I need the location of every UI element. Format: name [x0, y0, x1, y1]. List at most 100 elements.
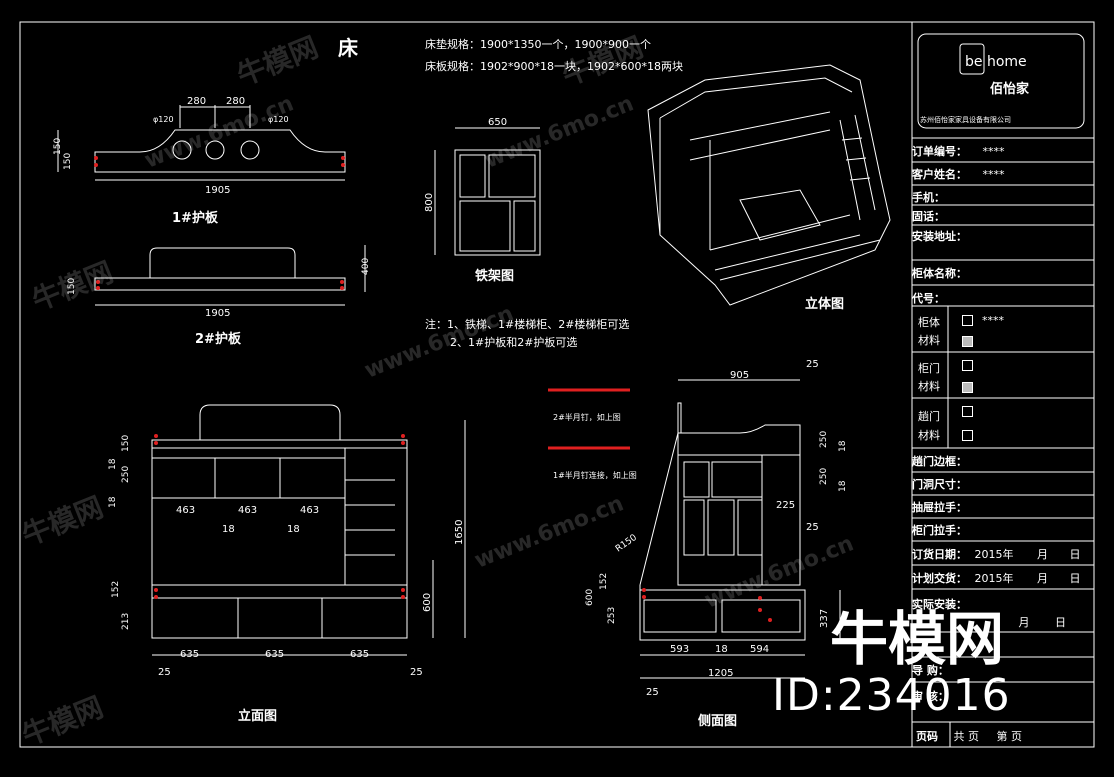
tb-page-current: 第 页	[996, 730, 1023, 743]
tb-label: 固话：	[912, 210, 945, 223]
logo-frame	[917, 33, 1085, 129]
tb-page-total: 共 页	[953, 730, 980, 743]
label-elevation: 立面图	[238, 708, 277, 724]
tb-label: 柜门拉手：	[912, 524, 967, 537]
dim-sd-250: 250	[819, 431, 829, 448]
mat-3-label-1: 趟门	[918, 410, 940, 423]
dim-sd-radius: R150	[614, 533, 639, 555]
guard-1-holes	[94, 156, 345, 167]
tb-label: 客户姓名：	[912, 168, 967, 181]
dim-el-250: 250	[121, 466, 131, 483]
tb-row-door-frame: 趟门边框：	[912, 453, 1092, 469]
tb-row-phone: 固话：	[912, 208, 1092, 224]
dim-sd-253: 253	[607, 607, 617, 624]
dim-sd-18a: 18	[838, 440, 848, 452]
dim-g1-h2: 150	[63, 153, 73, 170]
dim-sd-594: 594	[750, 644, 769, 655]
tb-label: 计划交货：	[912, 572, 967, 585]
dim-sd-18b: 18	[838, 480, 848, 492]
hardware-note-1: 2#半月钉，如上图	[553, 412, 621, 422]
dim-sd-225: 225	[776, 500, 795, 511]
tb-label: 手机：	[912, 191, 945, 204]
tb-label: 柜体名称：	[912, 267, 967, 280]
tb-row-install-date: 实际安装： 月 日	[912, 596, 1092, 629]
label-guard-1: 1#护板	[172, 210, 219, 226]
dim-el-635c: 635	[350, 649, 369, 660]
tb-label: 趟门边框：	[912, 455, 967, 468]
logo-cn: 佰怡家	[990, 81, 1030, 97]
label-side: 侧面图	[698, 713, 737, 729]
tb-month: 月	[1037, 572, 1048, 585]
tb-row-mobile: 手机：	[912, 189, 1092, 205]
tb-month: 月	[1018, 616, 1030, 629]
elevation-red-marks	[154, 434, 405, 599]
dim-sd-337: 337	[819, 609, 830, 628]
tb-label: 安装地址：	[912, 230, 967, 243]
mat-3-checkbox[interactable]	[962, 406, 973, 417]
tb-label: 审 核：	[912, 690, 949, 703]
tb-value: ****	[982, 145, 1005, 158]
mat-1-checkbox[interactable]	[962, 315, 973, 326]
tb-row-door-size: 门洞尺寸：	[912, 476, 1092, 492]
tb-row-drawer-handle: 抽屉拉手：	[912, 499, 1092, 515]
dim-el-635a: 635	[180, 649, 199, 660]
tb-row-address: 安装地址：	[912, 228, 1092, 244]
tb-day: 日	[1069, 548, 1081, 561]
dim-frame-width: 650	[488, 117, 507, 128]
tb-row-customer: 客户姓名： ****	[912, 166, 1092, 182]
main-title: 床	[338, 36, 359, 60]
mat-2-swatch[interactable]	[962, 382, 973, 393]
dim-el-213: 213	[121, 613, 131, 630]
dim-sd-905: 905	[730, 370, 749, 381]
tb-label: 导 购：	[912, 664, 949, 677]
spec-line-1: 床垫规格：1900*1350一个，1900*900一个	[425, 37, 651, 51]
mat-2-checkbox[interactable]	[962, 360, 973, 371]
dim-sd-152: 152	[599, 573, 609, 590]
mat-2-label-2: 材料	[918, 380, 940, 393]
tb-value: ****	[982, 168, 1005, 181]
tb-label: 门洞尺寸：	[912, 478, 967, 491]
dim-sd-600: 600	[585, 589, 595, 606]
dim-g2-height: 400	[361, 258, 371, 275]
tb-year: 2015年	[974, 572, 1014, 585]
dim-el-1650: 1650	[454, 520, 465, 545]
dim-sd-593: 593	[670, 644, 689, 655]
spec-line-2: 床板规格：1902*900*18一块，1902*600*18两块	[425, 59, 683, 73]
dim-g1-h1: 150	[53, 138, 63, 155]
mat-3-label-2: 材料	[918, 429, 940, 442]
tb-month: 月	[1037, 548, 1048, 561]
guard-panel-1	[57, 105, 346, 181]
dim-frame-height: 800	[424, 193, 435, 212]
tb-row-code: 代号：	[912, 290, 1092, 306]
mat-3-swatch[interactable]	[962, 430, 973, 441]
isometric-view	[647, 64, 891, 306]
watermark-brand-large: 牛模网	[830, 605, 1005, 673]
tb-row-plan-date: 计划交货： 2015年 月 日	[912, 570, 1092, 586]
dim-sd-1205: 1205	[708, 668, 733, 679]
dim-el-18b: 18	[108, 496, 118, 508]
dim-el-18a: 18	[108, 458, 118, 470]
side-view	[639, 379, 841, 679]
mat-1-value: ****	[982, 314, 1004, 327]
logo-en: be home	[965, 54, 1027, 70]
mat-2-label-1: 柜门	[918, 362, 940, 375]
tb-page-label: 页码	[916, 730, 938, 743]
dim-sd-18c: 18	[715, 644, 728, 655]
tb-label: 代号：	[912, 292, 945, 305]
dim-sd-25b: 25	[806, 522, 819, 533]
dim-el-25b: 25	[410, 667, 423, 678]
guard-panel-2	[94, 245, 366, 306]
mat-1-swatch[interactable]	[962, 336, 973, 347]
tb-day: 日	[1069, 572, 1081, 585]
dim-el-463c: 463	[300, 505, 319, 516]
label-frame: 铁架图	[474, 268, 514, 284]
tb-row-guide: 导 购：	[912, 662, 1092, 678]
tb-label: 抽屉拉手：	[912, 501, 967, 514]
tb-row-page: 页码 共 页 第 页	[912, 728, 1092, 744]
company-name: 苏州佰怡家家具设备有限公司	[920, 115, 1011, 124]
dim-sd-25a: 25	[806, 359, 819, 370]
tb-row-cabinet-name: 柜体名称：	[912, 265, 1092, 281]
hardware-bolts	[548, 388, 630, 450]
title-block-frame	[911, 21, 1095, 748]
logo-mark	[959, 43, 985, 75]
